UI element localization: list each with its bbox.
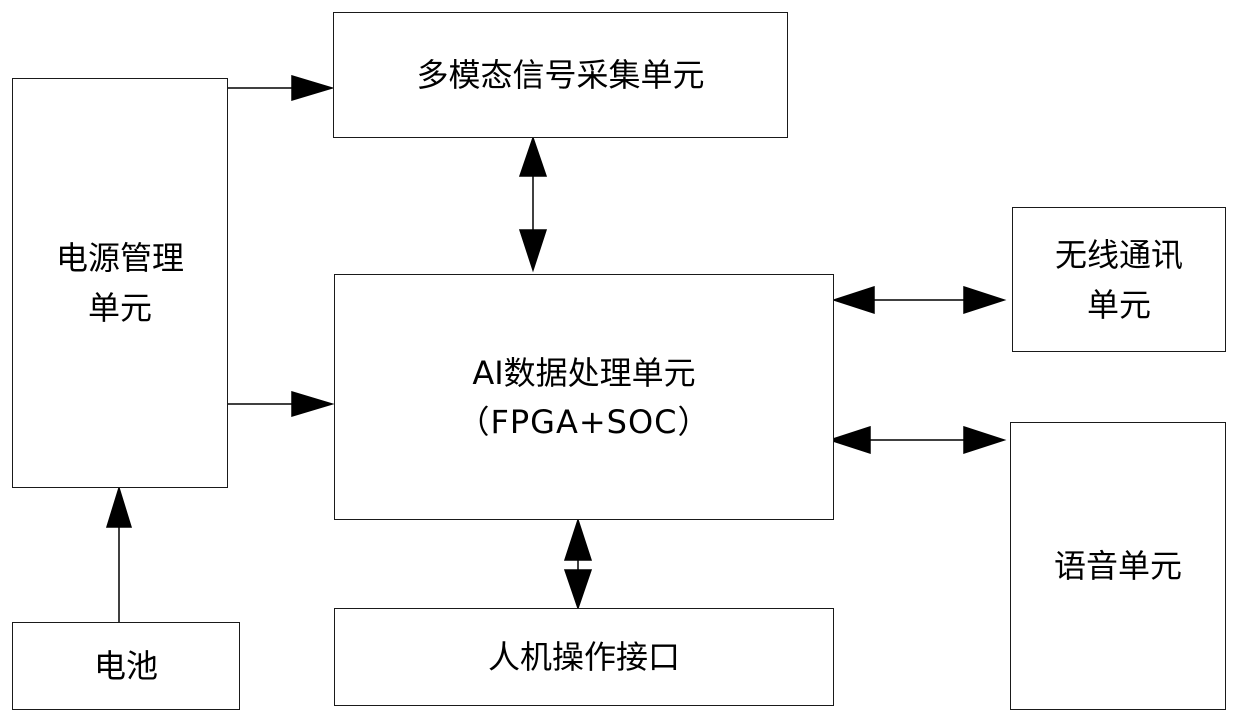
arrowhead-wireless-right: [964, 287, 1004, 313]
power-management-label-line1: 电源管理: [56, 233, 184, 283]
ai-processing-label-line1: AI数据处理单元: [472, 348, 695, 398]
ai-processing-unit-box: AI数据处理单元 （FPGA+SOC）: [334, 274, 834, 520]
signal-acquisition-label: 多模态信号采集单元: [416, 50, 704, 100]
battery-label: 电池: [94, 641, 158, 691]
arrowhead-acquisition-up: [520, 138, 546, 176]
human-machine-interface-box: 人机操作接口: [334, 608, 834, 706]
ai-processing-label-line2: （FPGA+SOC）: [457, 398, 710, 446]
battery-box: 电池: [12, 622, 240, 710]
hmi-label: 人机操作接口: [488, 632, 680, 682]
arrowhead-ai-left-1: [834, 287, 874, 313]
arrowhead-battery-to-power: [107, 488, 131, 527]
power-management-unit-box: 电源管理 单元: [12, 78, 228, 488]
wireless-label-line1: 无线通讯: [1055, 230, 1183, 280]
arrowhead-ai-up: [565, 520, 591, 560]
wireless-communication-unit-box: 无线通讯 单元: [1012, 207, 1226, 352]
arrowhead-hmi-down: [565, 570, 591, 608]
arrowhead-voice-right: [964, 427, 1004, 453]
voice-unit-box: 语音单元: [1010, 422, 1226, 710]
signal-acquisition-unit-box: 多模态信号采集单元: [333, 12, 788, 138]
voice-unit-label: 语音单元: [1054, 541, 1182, 591]
wireless-label-line2: 单元: [1087, 280, 1151, 330]
arrowhead-power-to-acquisition: [292, 76, 332, 100]
arrowhead-ai-down: [520, 230, 546, 270]
arrowhead-ai-left-2: [830, 427, 870, 453]
power-management-label-line2: 单元: [88, 283, 152, 333]
arrowhead-power-to-ai: [292, 392, 332, 416]
